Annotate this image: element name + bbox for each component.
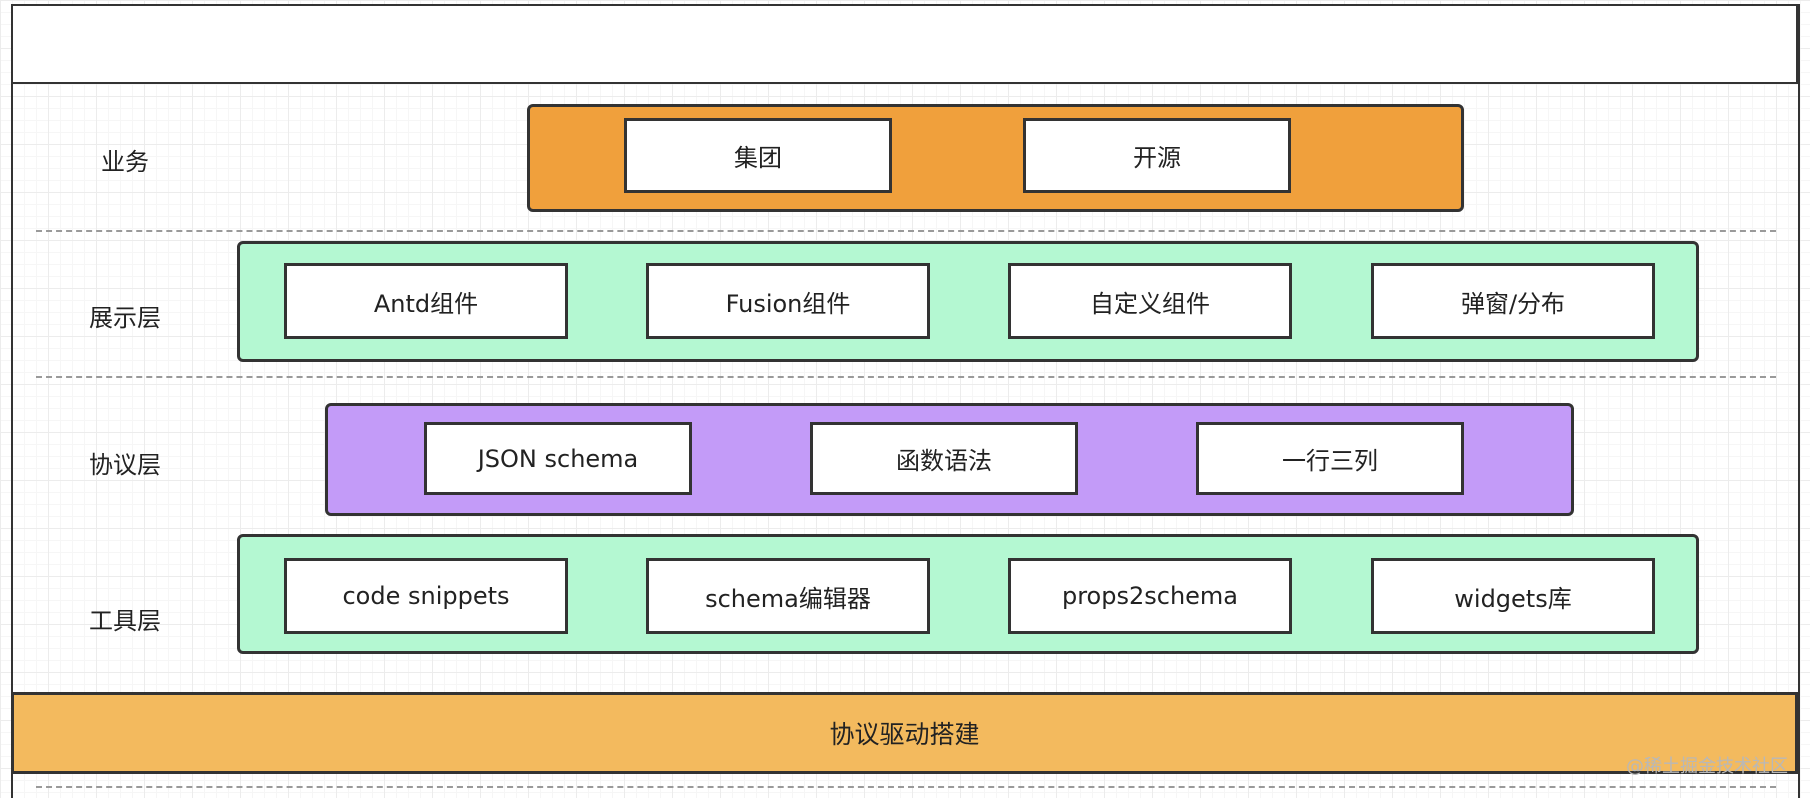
watermark-text: @稀土掘金技术社区 bbox=[1626, 756, 1788, 777]
base-label: 协议驱动搭建 bbox=[829, 720, 980, 749]
layer-label-protocol: 协议层 bbox=[89, 451, 161, 479]
layer-label-presentation: 展示层 bbox=[89, 304, 161, 332]
item-function-syntax: 函数语法 bbox=[810, 422, 1078, 495]
item-modal-layout: 弹窗/分布 bbox=[1371, 263, 1655, 339]
layer-label-tools: 工具层 bbox=[89, 607, 161, 635]
divider-dashed-bottom bbox=[36, 786, 1776, 788]
item-custom-components: 自定义组件 bbox=[1008, 263, 1292, 339]
base-protocol-driven-build: 协议驱动搭建 bbox=[11, 692, 1798, 774]
item-business-group: 集团 bbox=[624, 118, 892, 193]
divider-dashed-2 bbox=[36, 376, 1776, 378]
frame-right-border bbox=[1798, 4, 1800, 798]
item-props2schema: props2schema bbox=[1008, 558, 1292, 634]
item-business-opensource: 开源 bbox=[1023, 118, 1291, 193]
item-json-schema: JSON schema bbox=[424, 422, 692, 495]
item-widgets-library: widgets库 bbox=[1371, 558, 1655, 634]
divider-dashed-1 bbox=[36, 230, 1776, 232]
item-fusion-components: Fusion组件 bbox=[646, 263, 930, 339]
item-schema-editor: schema编辑器 bbox=[646, 558, 930, 634]
frame-left-border bbox=[11, 4, 13, 798]
item-one-row-three-columns: 一行三列 bbox=[1196, 422, 1464, 495]
layer-label-business: 业务 bbox=[101, 148, 149, 176]
item-antd-components: Antd组件 bbox=[284, 263, 568, 339]
item-code-snippets: code snippets bbox=[284, 558, 568, 634]
top-header-bar bbox=[11, 4, 1798, 84]
